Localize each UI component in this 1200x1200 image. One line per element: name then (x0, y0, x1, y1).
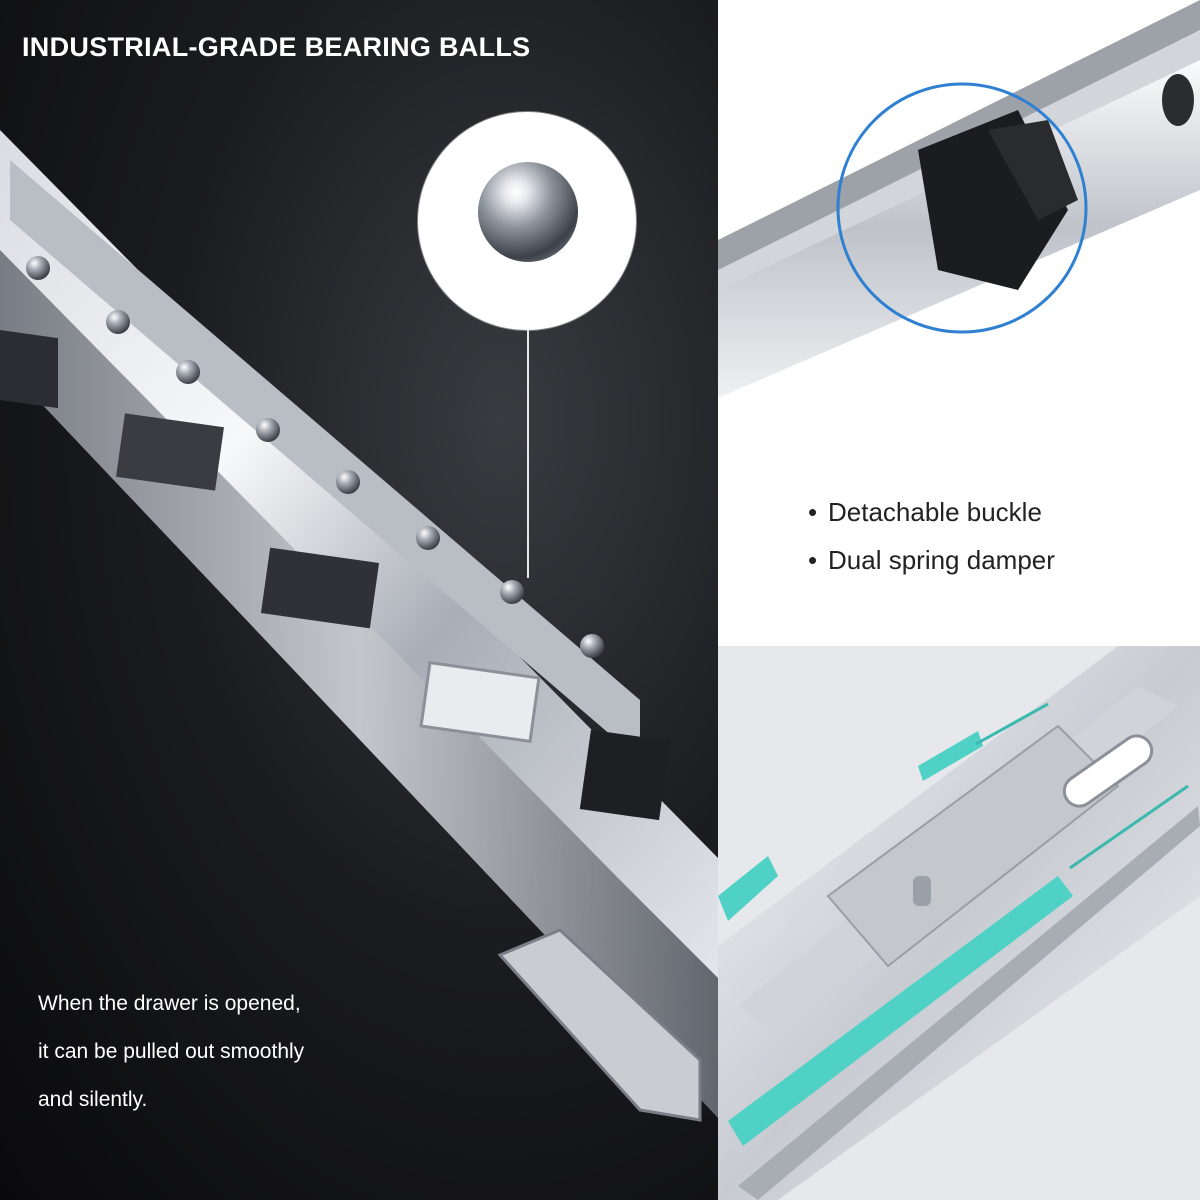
rail-slot (116, 413, 224, 491)
bearing-ball-badge (418, 112, 636, 330)
rail-stopper (497, 928, 702, 1122)
bearing-ball-row (26, 256, 604, 658)
caption-line: When the drawer is opened, (38, 992, 301, 1015)
headline: INDUSTRIAL-GRADE BEARING BALLS (22, 32, 531, 62)
damper-spring (975, 702, 1189, 870)
bearing-rail-photo: INDUSTRIAL-GRADE BEARING BALLS When the … (0, 0, 718, 1200)
bearing-ball (176, 360, 200, 384)
rail-pin (913, 876, 931, 906)
buckle-illustration (718, 0, 1200, 398)
caption-line: and silently. (38, 1088, 148, 1111)
caption-line: it can be pulled out smoothly (38, 1040, 305, 1063)
feature-list: • Detachable buckle • Dual spring damper (808, 488, 1055, 584)
buckle-photo (718, 0, 1200, 398)
bullet-icon: • (808, 545, 818, 575)
rail-hole (1162, 74, 1194, 126)
feature-text: Dual spring damper (828, 545, 1055, 575)
rail-slot (579, 729, 671, 821)
caption: When the drawer is opened, it can be pul… (38, 980, 398, 1124)
zoom-circle-icon (836, 82, 1088, 334)
rail-slot (419, 660, 541, 744)
rail-slot (260, 547, 380, 629)
rail-slot (1062, 734, 1154, 808)
ball-cage (10, 160, 640, 760)
feature-item: • Detachable buckle (808, 488, 1055, 536)
bearing-ball (580, 634, 604, 658)
bearing-ball (500, 580, 524, 604)
damper-illustration (718, 646, 1200, 1200)
bearing-ball-icon (478, 162, 578, 262)
rail-lower-edge (738, 806, 1200, 1200)
bearing-ball (106, 310, 130, 334)
damper-tube (918, 731, 983, 781)
callout-line (527, 330, 529, 578)
damper-tube (718, 856, 778, 921)
bearing-ball (26, 256, 50, 280)
buckle-latch (988, 120, 1078, 220)
bearing-ball (416, 526, 440, 550)
bullet-icon: • (808, 497, 818, 527)
rail-illustration (0, 130, 718, 1122)
spring-damper-photo (718, 646, 1200, 1200)
damper-housing (826, 724, 1120, 968)
damper-tube (728, 876, 1073, 1146)
rail-slot (0, 330, 58, 409)
feature-item: • Dual spring damper (808, 536, 1055, 584)
bearing-ball (336, 470, 360, 494)
bearing-ball (256, 418, 280, 442)
feature-text: Detachable buckle (828, 497, 1042, 527)
